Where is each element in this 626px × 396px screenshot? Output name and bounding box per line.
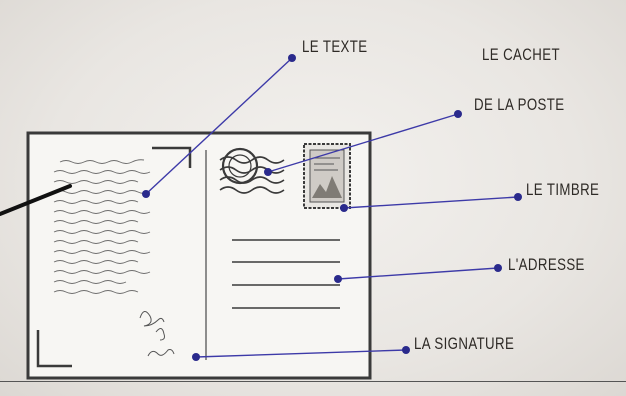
label-timbre: LE TIMBRE bbox=[526, 180, 600, 199]
dot-texte-end bbox=[288, 54, 296, 62]
dot-signature-end bbox=[402, 346, 410, 354]
pointer-arrow bbox=[0, 184, 72, 216]
leader-line-timbre bbox=[343, 196, 519, 209]
dot-cachet-end bbox=[454, 110, 462, 118]
address-lines bbox=[232, 239, 340, 309]
label-signature: LA SIGNATURE bbox=[414, 334, 515, 353]
leader-line-cachet bbox=[267, 113, 459, 173]
corner-bracket-top bbox=[152, 146, 192, 168]
leader-line-signature bbox=[195, 349, 407, 358]
dot-signature-start bbox=[192, 353, 200, 361]
signature-scribble bbox=[139, 311, 175, 357]
leader-lines bbox=[145, 57, 519, 358]
label-cachet-line2: DE LA POSTE bbox=[474, 95, 565, 114]
label-adresse: L'ADRESSE bbox=[508, 255, 585, 274]
bottom-rule bbox=[0, 381, 626, 382]
handwritten-text bbox=[53, 159, 151, 294]
label-texte: LE TEXTE bbox=[302, 37, 368, 56]
leader-line-texte bbox=[145, 57, 293, 195]
postmark-icon bbox=[219, 147, 285, 194]
dot-cachet-start bbox=[264, 168, 272, 176]
leader-dots bbox=[142, 54, 522, 361]
dot-adresse-end bbox=[494, 264, 502, 272]
label-cachet-line1: LE CACHET bbox=[482, 45, 560, 64]
corner-bracket-bottom bbox=[36, 330, 72, 368]
dot-timbre-start bbox=[340, 204, 348, 212]
dot-adresse-start bbox=[334, 275, 342, 283]
leader-line-adresse bbox=[337, 267, 499, 280]
dot-timbre-end bbox=[514, 193, 522, 201]
dot-texte-start bbox=[142, 190, 150, 198]
